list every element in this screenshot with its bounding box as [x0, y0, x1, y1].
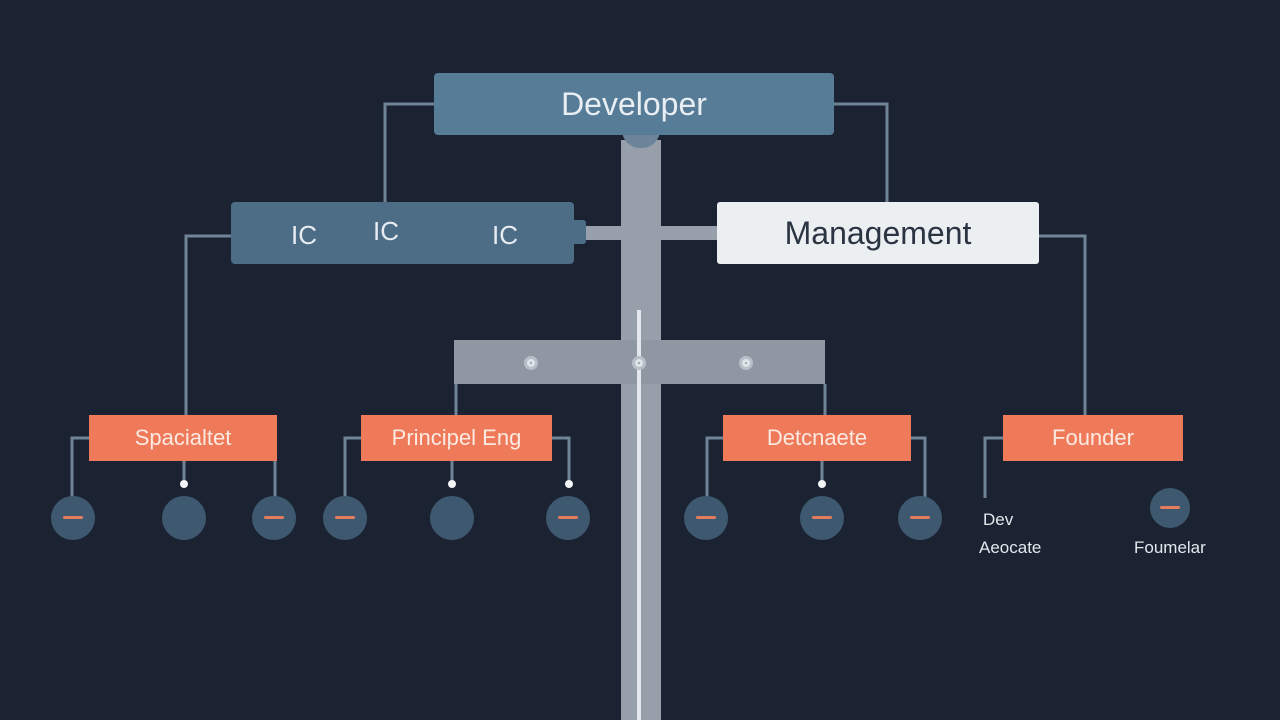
crossbar-node-center	[632, 356, 646, 370]
founder-leaf-node[interactable]	[1150, 488, 1190, 528]
connector-principal-right	[552, 436, 571, 484]
pin-specialist	[180, 480, 188, 488]
ic-label-1: IC	[291, 220, 317, 250]
pin-principal	[448, 480, 456, 488]
connector-detc-right	[911, 436, 927, 500]
connector-founder-left	[983, 436, 1003, 498]
leaf-node[interactable]	[546, 496, 590, 540]
role-node-principal-eng[interactable]: Principel Eng	[361, 415, 552, 461]
root-node-developer[interactable]: Developer	[434, 73, 834, 135]
minus-icon	[264, 516, 284, 519]
note-associate: Aeocate	[979, 538, 1042, 557]
leaf-node[interactable]	[252, 496, 296, 540]
minus-icon	[910, 516, 930, 519]
role-node-specialist[interactable]: Spacialtet	[89, 415, 277, 461]
connector-principal-left	[343, 436, 361, 500]
minus-icon	[63, 516, 83, 519]
connector-ic-specialist	[184, 234, 231, 415]
ic-track-connector-tab	[566, 220, 586, 244]
crossbar-node-left	[524, 356, 538, 370]
leaf-node[interactable]	[898, 496, 942, 540]
leaf-node[interactable]	[323, 496, 367, 540]
minus-icon	[696, 516, 716, 519]
connector-detc-left	[705, 436, 723, 500]
pin-detc	[818, 480, 826, 488]
career-trunk	[621, 140, 661, 720]
minus-icon	[1160, 506, 1180, 509]
crossbar-node-right	[739, 356, 753, 370]
ic-label-3: IC	[492, 220, 518, 250]
ic-track-node[interactable]	[231, 202, 574, 264]
leaf-node[interactable]	[162, 496, 206, 540]
connector-mgmt-founder	[1039, 234, 1087, 415]
leaf-node[interactable]	[800, 496, 844, 540]
leaf-node[interactable]	[51, 496, 95, 540]
connector-ic-trunk	[586, 226, 626, 240]
connector-mgmt-trunk	[656, 226, 718, 240]
minus-icon	[335, 516, 355, 519]
trunk-highlight	[637, 310, 641, 720]
ic-label-2: IC	[373, 216, 399, 246]
connector-root-mgmt	[834, 102, 889, 202]
management-node[interactable]: Management	[717, 202, 1039, 264]
note-dev: Dev	[983, 510, 1014, 529]
minus-icon	[558, 516, 578, 519]
note-founder-node: Foumelar	[1134, 538, 1206, 557]
leaf-node[interactable]	[684, 496, 728, 540]
minus-icon	[812, 516, 832, 519]
role-node-founder[interactable]: Founder	[1003, 415, 1183, 461]
pin-principal-right	[565, 480, 573, 488]
leaf-node[interactable]	[430, 496, 474, 540]
role-node-detcnaete[interactable]: Detcnaete	[723, 415, 911, 461]
connector-specialist-left	[70, 436, 89, 500]
connector-root-ic	[383, 102, 434, 202]
